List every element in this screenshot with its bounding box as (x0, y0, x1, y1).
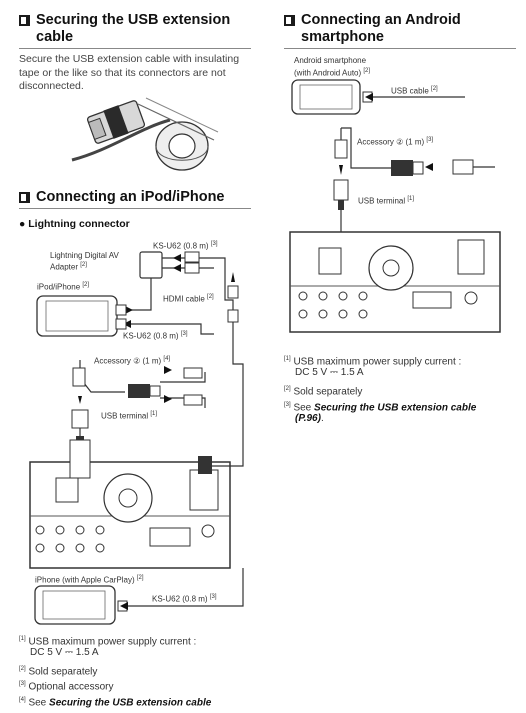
android-footnote-3-page-ref[interactable]: (P.96) (295, 413, 321, 424)
android-footnote-3-link[interactable]: Securing the USB extension cable (314, 402, 477, 414)
android-phone-label-line1: Android smartphone (294, 56, 367, 65)
usb-extension-illustration (71, 97, 219, 171)
bullet-icon: ● (19, 218, 29, 230)
footnote-3: [3] Optional accessory (19, 681, 114, 693)
adapter-label-line2: Adapter [2] (50, 262, 87, 272)
android-heading: Connecting an Android smartphone (284, 12, 461, 46)
heading-divider (19, 48, 251, 49)
accessory-label: Accessory ② (1 m) [4] (94, 356, 171, 366)
usb-cable-label: USB cable [2] (391, 86, 438, 96)
android-usb-terminal-label: USB terminal [1] (358, 196, 415, 206)
left-column: Securing the USB extension cable Secure … (0, 0, 262, 713)
android-footnote-3-page: (P.96). (295, 413, 324, 424)
footnote-1: [1] USB maximum power supply current : (19, 636, 197, 648)
footnote-4-link[interactable]: Securing the USB extension cable (49, 697, 212, 709)
ksu62-mid-label: KS-U62 (0.8 m) [3] (123, 331, 188, 341)
section-marker-icon (19, 15, 30, 26)
section-marker-icon (284, 15, 295, 26)
heading-divider (19, 208, 251, 209)
android-footnote-2: [2] Sold separately (284, 386, 363, 398)
android-footnote-1-value: DC 5 V ⎓ 1.5 A (295, 367, 364, 378)
android-accessory-label: Accessory ② (1 m) [3] (357, 137, 434, 147)
right-column: Connecting an Android smartphone (263, 0, 526, 713)
usb-extension-body: Secure the USB extension cable with insu… (19, 53, 240, 92)
iphone-title: Connecting an iPod/iPhone (36, 189, 225, 205)
android-footnote-3: [3] See Securing the USB extension cable (284, 402, 477, 414)
heading-divider (284, 48, 516, 49)
section-marker-icon (19, 192, 30, 203)
footnote-1-value: DC 5 V ⎓ 1.5 A (30, 647, 99, 658)
usb-extension-title-line2: cable (36, 29, 74, 45)
iphone-heading: Connecting an iPod/iPhone (19, 189, 225, 206)
android-footnote-1: [1] USB maximum power supply current : (284, 356, 462, 368)
lightning-subhead: ● Lightning connector (19, 218, 130, 230)
ipod-label: iPod/iPhone [2] (37, 282, 90, 292)
android-title-line1: Connecting an Android (301, 12, 461, 28)
carplay-label: iPhone (with Apple CarPlay) [2] (35, 575, 144, 585)
iphone-wiring-diagram (29, 251, 244, 625)
ksu62-top-label: KS-U62 (0.8 m) [3] (153, 241, 218, 251)
footnote-4: [4] See Securing the USB extension cable (19, 697, 212, 709)
usb-extension-heading: Securing the USB extension cable (19, 12, 230, 46)
android-phone-label-line2: (with Android Auto) [2] (294, 68, 371, 78)
footnote-2: [2] Sold separately (19, 666, 98, 678)
usb-extension-title-line1: Securing the USB extension (36, 12, 231, 28)
ksu62-bottom-label: KS-U62 (0.8 m) [3] (152, 594, 217, 604)
usb-terminal-label: USB terminal [1] (101, 411, 158, 421)
android-wiring-diagram (289, 79, 501, 333)
android-title-line2: smartphone (301, 29, 384, 45)
hdmi-label: HDMI cable [2] (163, 294, 214, 304)
adapter-label-line1: Lightning Digital AV (50, 251, 119, 260)
